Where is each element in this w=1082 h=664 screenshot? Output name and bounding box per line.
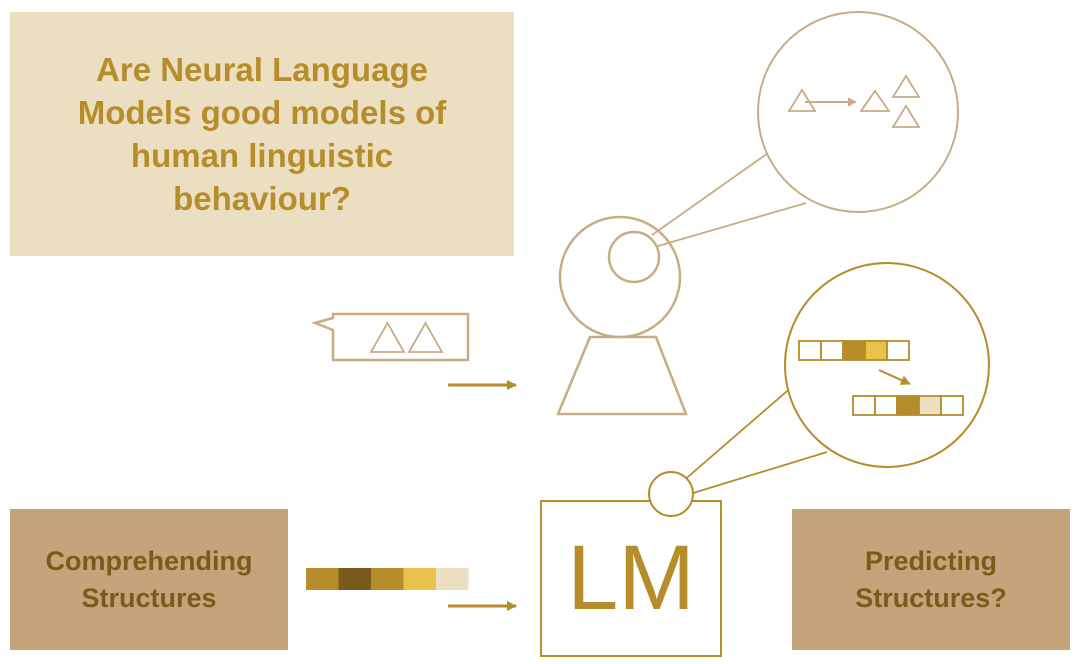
input-sequence-cell [403, 568, 436, 590]
comprehending-structures-box: Comprehending Structures [10, 509, 288, 650]
speech-triangle-icon [369, 321, 406, 353]
lm-thought [681, 262, 990, 495]
speech-bubble [311, 312, 470, 362]
input-sequence-cell [338, 568, 371, 590]
lm-thought-connector-top [681, 385, 794, 483]
lm-sequence-top [798, 340, 910, 361]
lm-sequence-cell [940, 395, 964, 416]
lm-sequence-cell [886, 340, 910, 361]
human-thought-connector-top [651, 145, 779, 236]
input-sequence-cell [436, 568, 469, 590]
human-thought-small-circle [607, 230, 661, 284]
human-thought-connector-bottom [657, 202, 807, 247]
human-body [556, 335, 688, 416]
lm-sequence-cell [864, 340, 888, 361]
thought-triangle-icon [787, 88, 817, 112]
lm-sequence-cell [798, 340, 822, 361]
lm-box: LM [540, 500, 722, 657]
lm-sequence-cell [896, 395, 920, 416]
thought-triangle-icon [891, 104, 921, 128]
lm-sequence-bottom [852, 395, 964, 416]
lm-thought-bubble [784, 262, 990, 468]
input-sequence-cell [371, 568, 404, 590]
input-sequence-cell [306, 568, 339, 590]
thought-triangle-icon [859, 89, 891, 112]
lm-thought-connector-bottom [689, 451, 828, 495]
lm-sequence-cell [918, 395, 942, 416]
lm-sequence-cell [874, 395, 898, 416]
lm-sequence-cell [842, 340, 866, 361]
lm-sequence-cell [852, 395, 876, 416]
lm-thought-arrow [878, 369, 911, 385]
predicting-text: Predicting Structures? [855, 545, 1007, 613]
lm-sequence-cell [820, 340, 844, 361]
speech-triangle-icon [407, 321, 444, 353]
comprehending-text: Comprehending Structures [45, 545, 253, 613]
question-text: Are Neural Language Models good models o… [77, 51, 447, 217]
lm-label: LM [567, 527, 695, 629]
human-thought-bubble [757, 11, 959, 213]
input-sequence [306, 568, 469, 590]
question-box: Are Neural Language Models good models o… [10, 12, 514, 256]
human-figure [556, 11, 959, 416]
predicting-structures-box: Predicting Structures? [792, 509, 1070, 650]
thought-triangle-icon [891, 74, 921, 98]
